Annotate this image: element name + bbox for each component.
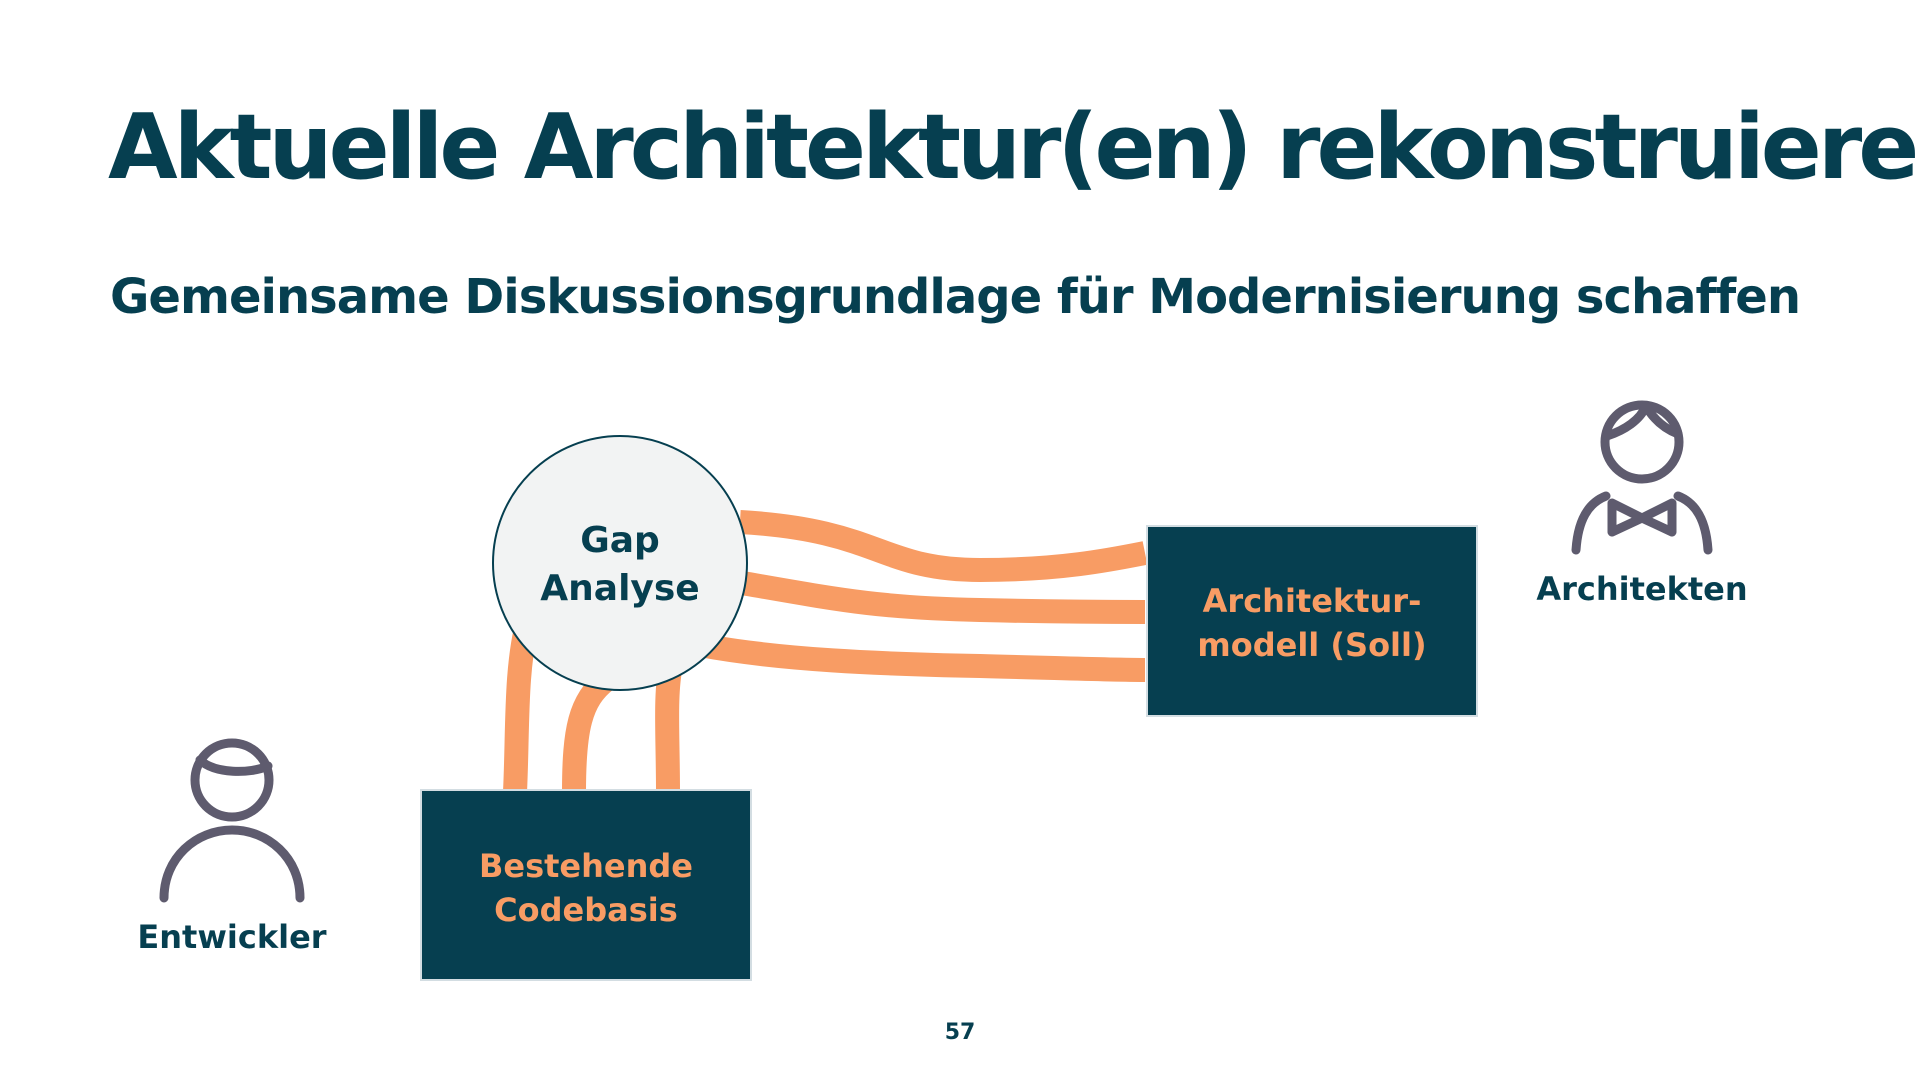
developer-person-icon <box>159 738 305 903</box>
gap-analysis-node: Gap Analyse <box>492 435 748 691</box>
connector-gap-to-model-bottom <box>697 633 1146 682</box>
architecture-model-label-line1: Architektur- <box>1203 582 1422 620</box>
developer-actor: Entwickler <box>137 738 327 956</box>
architecture-model-node: Architektur- modell (Soll) <box>1146 525 1478 717</box>
codebase-box <box>420 789 752 981</box>
developer-label: Entwickler <box>137 918 326 956</box>
connector-gap-to-model-middle <box>739 571 1146 624</box>
slide-title: Aktuelle Architektur(en) rekonstruieren <box>108 95 1920 200</box>
gap-analysis-label-line1: Gap <box>580 520 660 561</box>
architecture-model-label-line2: modell (Soll) <box>1197 626 1426 664</box>
slide-subtitle: Gemeinsame Diskussionsgrundlage für Mode… <box>110 269 1801 325</box>
connector-gap-to-model-top <box>739 510 1148 583</box>
architect-person-icon <box>1571 400 1713 555</box>
gap-analysis-circle <box>492 435 748 691</box>
architect-actor: Architekten <box>1536 400 1748 608</box>
connector-gap-to-codebase-middle <box>562 670 614 793</box>
gap-analysis-label-line2: Analyse <box>540 568 699 609</box>
architecture-model-box <box>1146 525 1478 717</box>
codebase-label-line1: Bestehende <box>479 847 693 885</box>
page-number: 57 <box>944 1020 976 1045</box>
codebase-node: Bestehende Codebasis <box>420 789 752 981</box>
connector-gap-to-codebase-right <box>655 668 682 793</box>
architect-label: Architekten <box>1536 570 1747 608</box>
codebase-label-line2: Codebasis <box>494 891 678 929</box>
